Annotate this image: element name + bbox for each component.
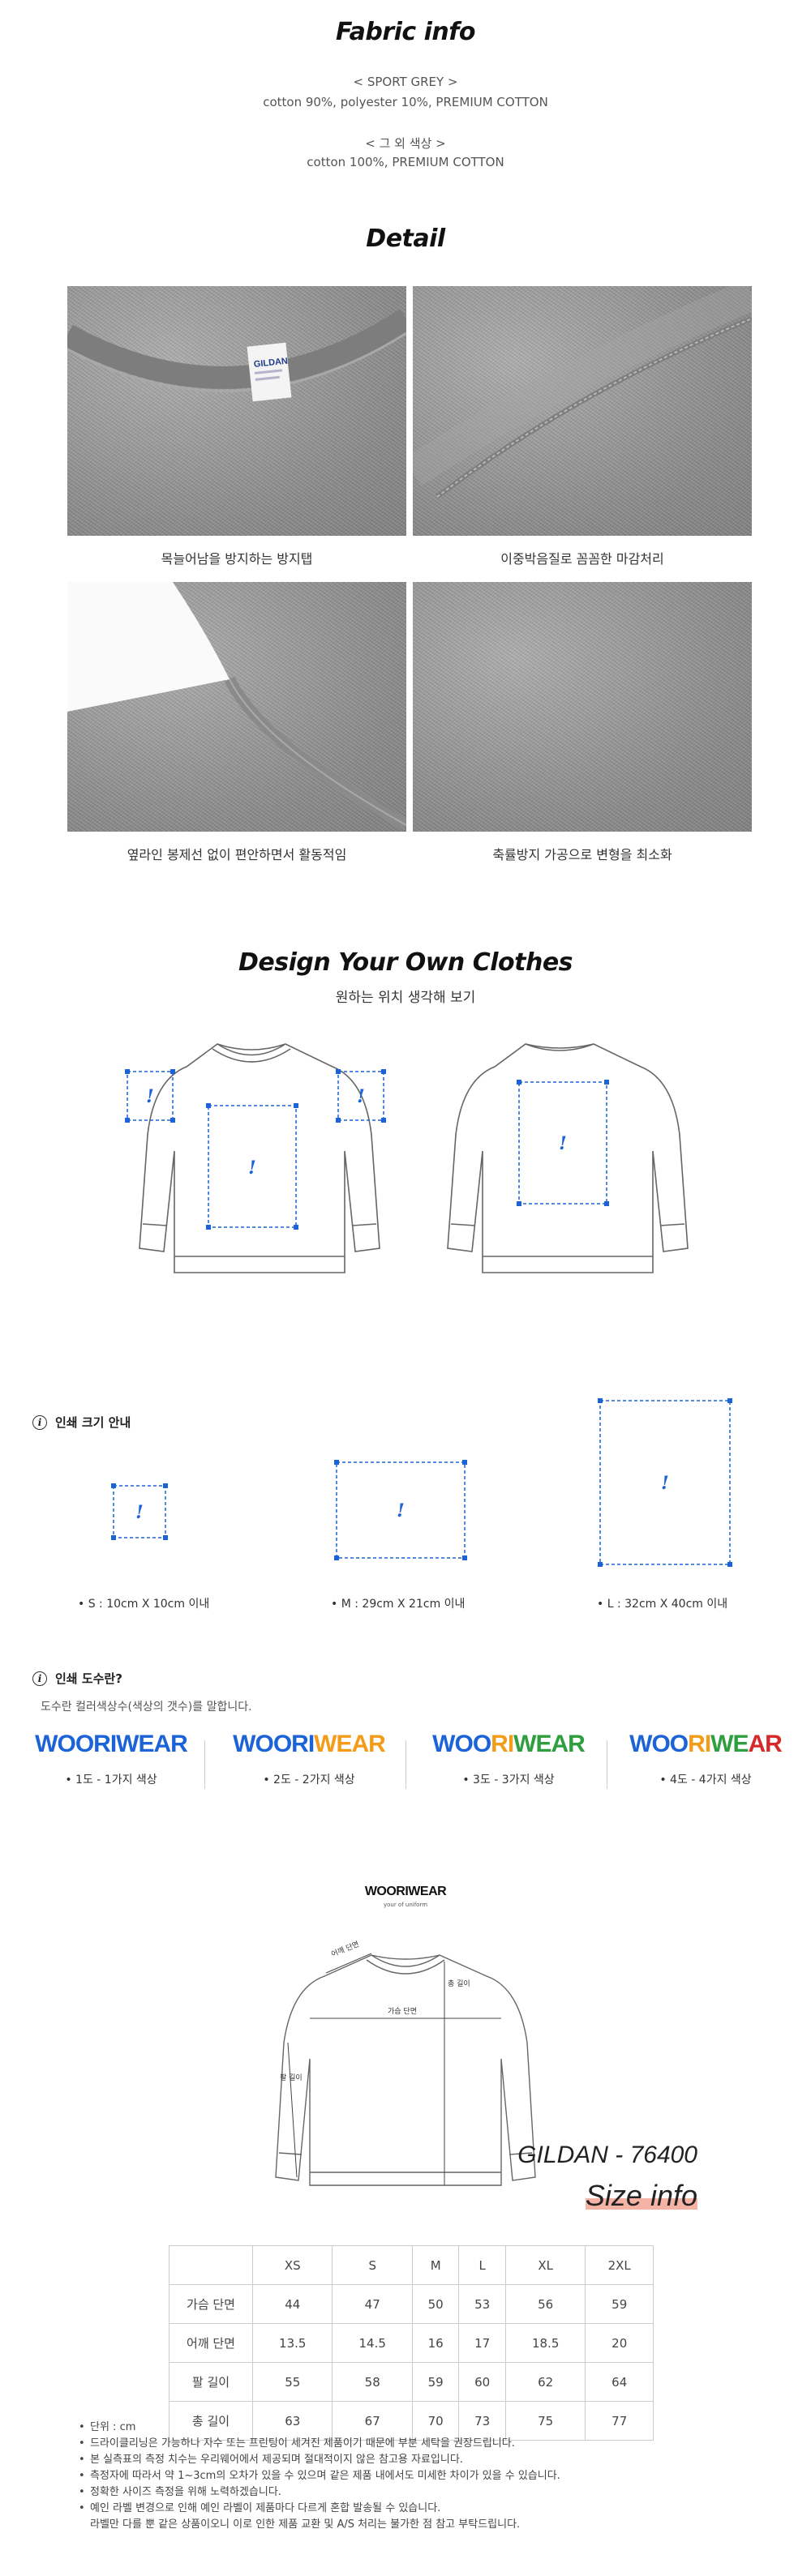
brand-1-label: • 1도 - 1가지 색상 [65,1774,157,1787]
sport-grey-desc: cotton 90%, polyester 10%, PREMIUM COTTO… [263,95,548,109]
list-item: 라벨만 다를 뿐 같은 상품이오니 이로 인한 제품 교환 및 A/S 처리는 … [90,2518,521,2531]
wooriwear-logo-4: WOORIWEAR [629,1731,783,1757]
wooriwear-mini-logo: WOORIWEAR [364,1885,447,1898]
list-item: 단위 : cm [79,2420,560,2436]
diagram-label-length: 총 길이 [448,1979,470,1988]
brand-3-color: WOORIWEAR • 3도 - 3가지 색상 [407,1731,610,1787]
gildan-tag-text: GILDAN [253,357,288,370]
brand-4-label: • 4도 - 4가지 색상 [659,1774,752,1787]
print-size-heading-text: 인쇄 크기 안내 [55,1415,131,1430]
diagram-label-shoulder: 어깨 단면 [330,1939,361,1959]
detail-photo-side-seam [67,582,406,832]
design-title: Design Your Own Clothes [238,948,573,977]
brand-3-label: • 3도 - 3가지 색상 [462,1774,555,1787]
detail-caption-3: 옆라인 봉제선 없이 편안하면서 활동적임 [127,847,347,862]
size-l-label: • L : 32cm X 40cm 이내 [597,1598,728,1611]
other-colors-label: < 그 외 색상 > [365,136,446,151]
shirt-position-diagram: ! ! ! ! [125,1043,689,1273]
size-notes: 단위 : cm 드라이클리닝은 가능하나 자수 또는 프린팅이 세겨진 제품이기… [79,2420,560,2533]
marker-left-sleeve: ! [146,1086,154,1107]
print-colors-desc: 도수란 컬러색상수(색상의 갯수)를 말합니다. [41,1701,252,1714]
detail-photo-fabric [413,582,752,832]
marker-size-l: ! [661,1473,669,1494]
model-name: GILDAN - 76400 [517,2142,697,2168]
size-table-header: XS S M L XL 2XL [169,2245,654,2285]
info-icon: i [32,1671,47,1686]
list-item: 본 실측표의 측정 치수는 우리웨어에서 제공되며 절대적이지 않은 참고용 자… [79,2452,560,2468]
size-m-label: • M : 29cm X 21cm 이내 [331,1598,466,1611]
print-colors-heading-text: 인쇄 도수란? [55,1671,122,1686]
list-item: 드라이클리닝은 가능하나 자수 또는 프린팅이 세겨진 제품이기 때문에 부분 … [79,2436,560,2452]
detail-caption-4: 축률방지 가공으로 변형을 최소화 [492,847,672,862]
size-s-label: • S : 10cm X 10cm 이내 [78,1598,210,1611]
print-size-diagram: ! ! ! [111,1398,732,1567]
marker-size-m: ! [397,1500,405,1521]
wooriwear-mini-sub: your of uniform [383,1902,428,1908]
size-measure-diagram: 어깨 단면 총 길이 가슴 단면 팔 길이 [275,1939,536,2186]
detail-caption-1: 목늘어남을 방지하는 방지탭 [161,551,313,567]
brand-2-label: • 2도 - 2가지 색상 [263,1774,355,1787]
diagram-label-chest: 가슴 단면 [388,2007,417,2016]
detail-photo-double-stitch [413,286,752,536]
list-item: 예인 라벨 변경으로 인해 예인 라벨이 제품마다 다르게 혼합 발송될 수 있… [79,2501,560,2517]
detail-caption-2: 이중박음질로 꼼꼼한 마감처리 [500,551,664,567]
color-count-row: WOORIWEAR • 1도 - 1가지 색상 WOORIWEAR • 2도 -… [0,1731,811,1804]
diagram-label-arm: 팔 길이 [280,2073,303,2082]
marker-right-sleeve: ! [357,1086,365,1107]
size-info-title: Size info [585,2179,697,2212]
design-subtitle: 원하는 위치 생각해 보기 [335,990,476,1006]
marker-size-s: ! [135,1502,144,1523]
wooriwear-logo-3: WOORIWEAR [432,1731,586,1757]
print-size-heading: i 인쇄 크기 안내 [32,1414,131,1431]
info-icon: i [32,1414,47,1430]
fabric-info-title: Fabric info [336,18,475,46]
brand-4-color: WOORIWEAR • 4도 - 4가지 색상 [604,1731,807,1787]
print-colors-heading: i 인쇄 도수란? [32,1670,122,1687]
brand-2-color: WOORIWEAR • 2도 - 2가지 색상 [208,1731,410,1787]
marker-front: ! [248,1157,256,1179]
wooriwear-logo-2: WOORIWEAR [233,1731,386,1757]
wooriwear-logo-1: WOORIWEAR [35,1731,188,1757]
detail-photo-neck-tape: GILDAN [67,286,406,536]
detail-title: Detail [366,225,445,253]
brand-1-color: WOORIWEAR • 1도 - 1가지 색상 [10,1731,212,1787]
list-item: 측정자에 따라서 약 1~3cm의 오차가 있을 수 있으며 같은 제품 내에서… [79,2468,560,2484]
list-item: 정확한 사이즈 측정을 위해 노력하겠습니다. [79,2484,560,2501]
sport-grey-label: < SPORT GREY > [353,75,458,89]
other-colors-desc: cotton 100%, PREMIUM COTTON [307,155,504,169]
marker-back: ! [559,1133,567,1154]
